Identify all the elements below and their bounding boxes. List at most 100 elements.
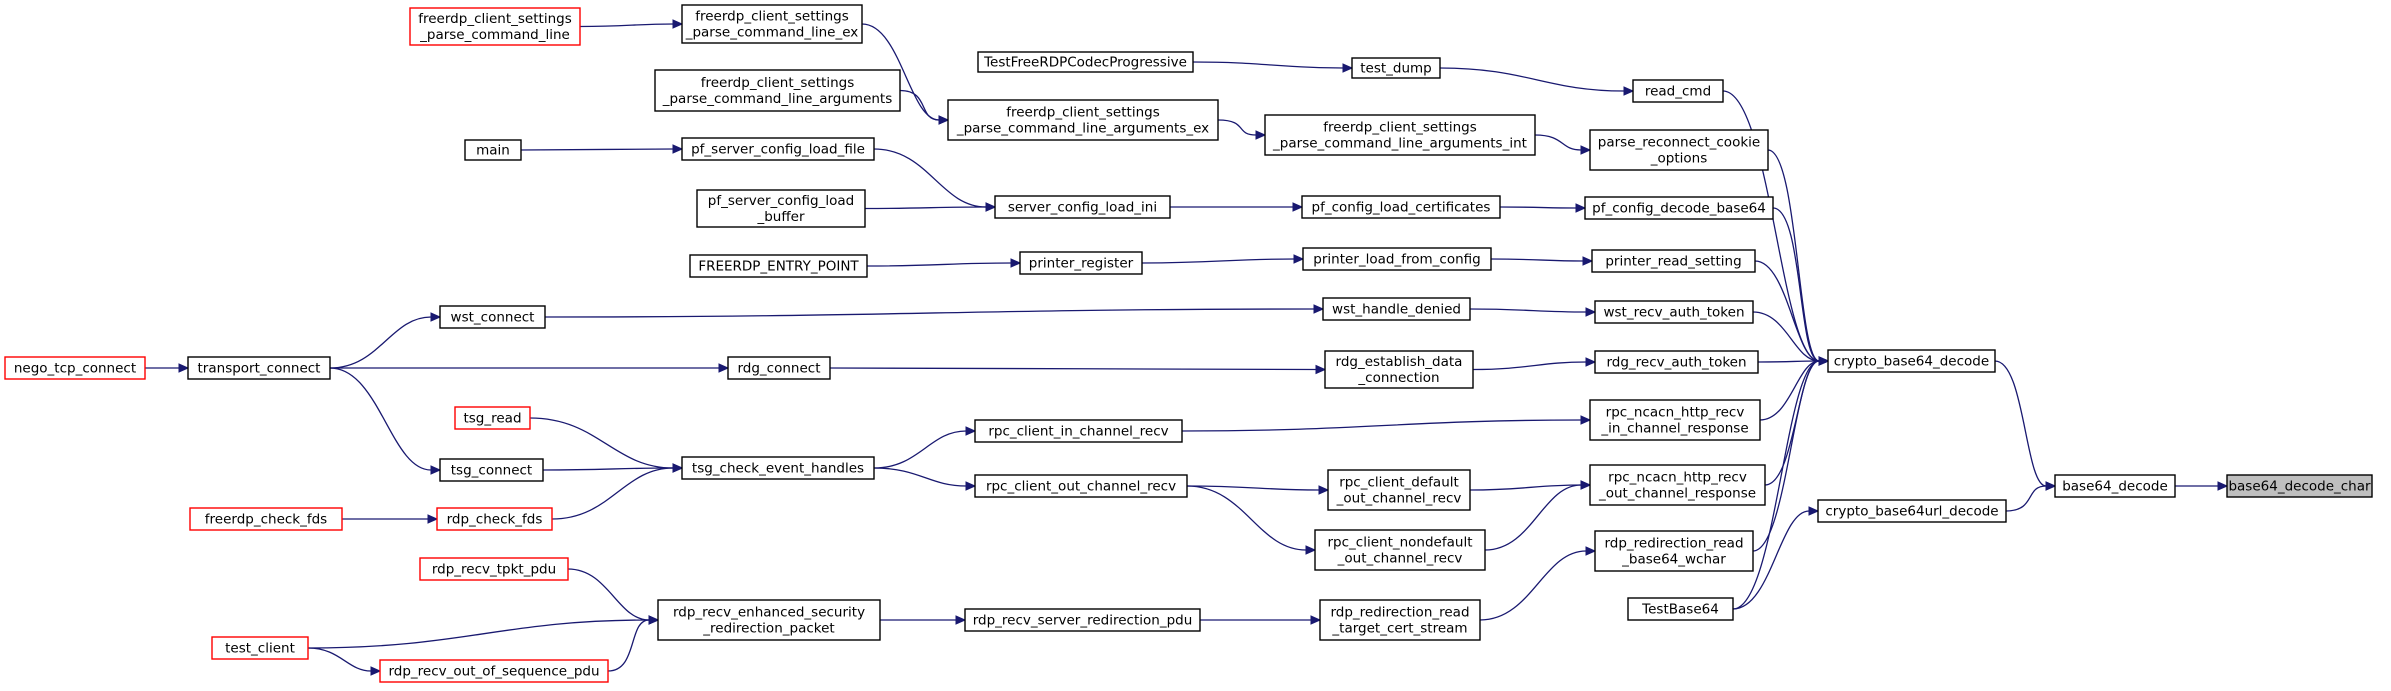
function-node-cb64ud[interactable]: crypto_base64url_decode [1817,499,2007,523]
function-node-rdgedc[interactable]: rdg_establish_data_connection [1324,350,1474,389]
function-node-tsgc[interactable]: tsg_connect [439,458,544,482]
node-box [211,636,309,660]
function-node-testdump[interactable]: test_dump [1351,57,1441,79]
arrowhead-icon [718,363,730,373]
function-node-tconn[interactable]: transport_connect [187,356,331,380]
call-edge [329,312,442,369]
function-node-scli[interactable]: server_config_load_ini [994,195,1171,219]
function-node-tfrdp[interactable]: TestFreeRDPCodecProgressive [977,51,1194,73]
function-node-pfcdb[interactable]: pf_config_decode_base64 [1584,196,1774,220]
function-node-preg[interactable]: printer_register [1019,251,1143,275]
node-label: _out_channel_recv [1337,551,1463,567]
function-node-fep[interactable]: FREERDP_ENTRY_POINT [689,254,868,278]
node-label: rdg_connect [737,361,820,377]
function-node-rpccicr[interactable]: rpc_client_in_channel_recv [974,419,1183,443]
function-node-prs[interactable]: printer_read_setting [1591,249,1756,273]
edge-line [1141,258,1295,264]
function-node-prco[interactable]: parse_reconnect_cookie_options [1589,129,1769,171]
call-edge [873,467,977,491]
function-node-rpcnhric[interactable]: rpc_ncacn_http_recv_in_channel_response [1589,399,1761,441]
function-node-rpccdocr[interactable]: rpc_client_default_out_channel_recv [1327,469,1471,511]
function-node-fcfds[interactable]: freerdp_check_fds [189,507,343,531]
node-label: rdp_recv_tpkt_pdu [432,562,556,578]
arrowhead-icon [1580,145,1592,155]
function-node-rdpcfds[interactable]: rdp_check_fds [436,507,553,531]
function-node-main[interactable]: main [464,139,522,161]
node-box [1589,464,1766,506]
call-edge [1752,311,1830,366]
edge-line [1186,485,1307,551]
edge-line [544,308,1315,318]
function-node-wsthd[interactable]: wst_handle_denied [1322,297,1471,321]
node-label: _options [1650,151,1707,167]
function-node-fcspclae[interactable]: freerdp_client_settings_parse_command_li… [947,99,1219,141]
node-box [2226,474,2373,498]
call-edge [1994,360,2057,491]
function-node-rdgrat[interactable]: rdg_recv_auth_token [1594,350,1759,374]
function-node-rdproos[interactable]: rdp_recv_out_of_sequence_pdu [379,659,609,683]
edge-line [1181,419,1582,432]
function-node-pfsclf[interactable]: pf_server_config_load_file [681,137,875,161]
node-label: crypto_base64_decode [1834,354,1989,370]
call-edge [829,364,1327,375]
function-node-wstrat[interactable]: wst_recv_auth_token [1594,300,1754,324]
function-node-rdpresrp[interactable]: rdp_recv_enhanced_security_redirection_p… [657,599,881,641]
arrowhead-icon [1318,485,1330,495]
function-node-cb64d[interactable]: crypto_base64_decode [1827,349,1996,373]
node-box [681,4,863,44]
function-node-rpccndocr[interactable]: rpc_client_nondefault_out_channel_recv [1314,529,1486,571]
node-box [654,69,901,112]
edge-line [1217,119,1257,136]
arrowhead-icon [1293,254,1305,264]
function-node-testc[interactable]: test_client [211,636,309,660]
edge-line [1192,61,1344,69]
node-box [4,356,146,380]
function-node-rpccocr[interactable]: rpc_client_out_channel_recv [974,474,1188,498]
node-label: pf_config_decode_base64 [1592,201,1766,217]
function-node-tb64[interactable]: TestBase64 [1627,597,1734,621]
function-node-pfclc[interactable]: pf_config_load_certificates [1301,195,1501,219]
edge-line [567,568,650,621]
function-node-wstc[interactable]: wst_connect [439,305,546,329]
node-box [1594,300,1754,324]
function-node-rdptpkt[interactable]: rdp_recv_tpkt_pdu [419,557,569,581]
node-label: rpc_ncacn_http_recv [1608,470,1747,486]
node-box [964,608,1201,632]
function-node-negotcp[interactable]: nego_tcp_connect [4,356,146,380]
edge-line [864,206,987,210]
function-node-fcspclai[interactable]: freerdp_client_settings_parse_command_li… [1264,114,1536,156]
node-label: rdp_redirection_read [1604,536,1743,552]
node-label: _connection [1357,370,1439,386]
function-node-fcspcl[interactable]: freerdp_client_settings_parse_command_li… [409,7,581,46]
function-node-rdrtcs[interactable]: rdp_redirection_read_target_cert_stream [1319,599,1481,641]
node-box [1594,350,1759,374]
function-node-rpcnhroc[interactable]: rpc_ncacn_http_recv_out_channel_response [1589,464,1766,506]
function-node-tsgr[interactable]: tsg_read [454,406,531,430]
node-box [1627,597,1734,621]
function-node-pfsclb[interactable]: pf_server_config_load_buffer [696,189,866,228]
call-edge [1192,61,1354,73]
edge-line [529,417,674,469]
function-node-plfc[interactable]: printer_load_from_config [1302,247,1492,271]
node-label: freerdp_client_settings [701,75,854,91]
function-node-rdrb64w[interactable]: rdp_redirection_read_base64_wchar [1594,530,1754,572]
function-node-fcspcle[interactable]: freerdp_client_settings_parse_command_li… [681,4,863,44]
edge-line [1994,360,2047,487]
node-label: main [476,143,510,159]
function-node-rdprsrp[interactable]: rdp_recv_server_redirection_pdu [964,608,1201,632]
function-node-b64d[interactable]: base64_decode [2054,474,2176,498]
call-edge [1752,356,1830,552]
arrowhead-icon [1585,546,1597,556]
function-node-readcmd[interactable]: read_cmd [1632,79,1724,103]
function-node-b64dc[interactable]: base64_decode_char [2226,474,2373,498]
node-box [1589,399,1761,441]
node-box [1324,350,1474,389]
node-box [454,406,531,430]
function-node-rdgc[interactable]: rdg_connect [727,356,831,380]
node-label: rpc_client_in_channel_recv [988,424,1168,440]
arrowhead-icon [178,363,190,373]
node-label: freerdp_client_settings [418,11,571,27]
function-node-tsgceh[interactable]: tsg_check_event_handles [681,456,875,480]
function-node-fcspcla[interactable]: freerdp_client_settings_parse_command_li… [654,69,901,112]
node-label: read_cmd [1645,84,1711,100]
